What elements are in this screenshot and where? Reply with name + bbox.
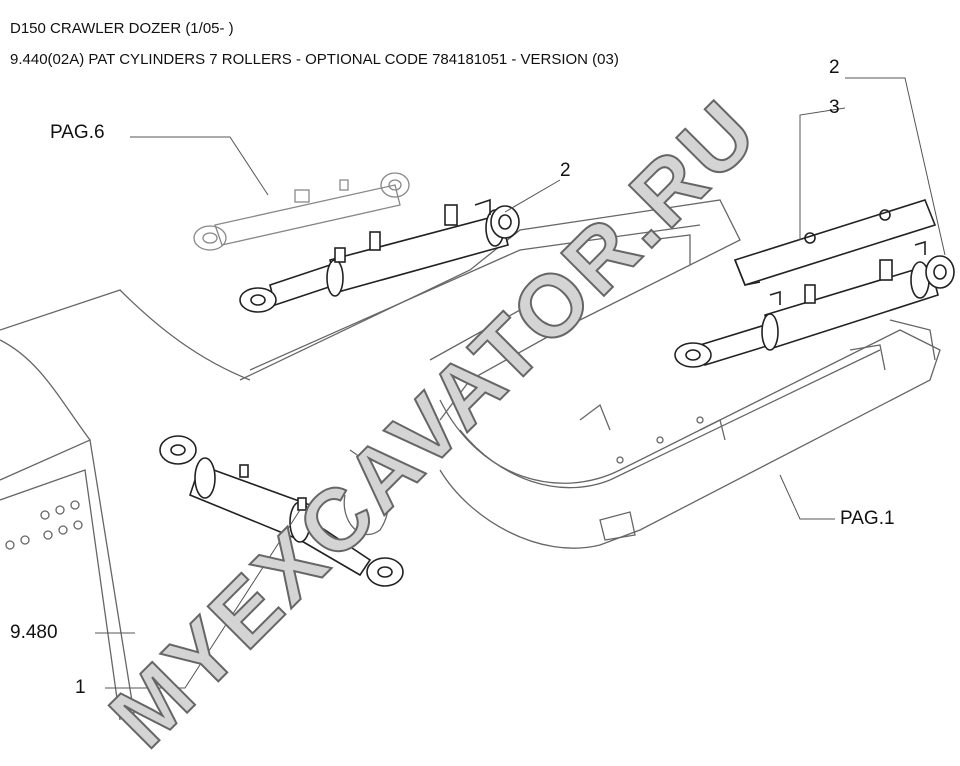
- cylinder-upper-left: [239, 198, 520, 313]
- cylinder-right: [674, 199, 955, 368]
- callout-pag1[interactable]: PAG.1: [840, 508, 895, 529]
- dozer-blade: [0, 289, 251, 720]
- leader-lines: [95, 77, 946, 689]
- callout-pag6[interactable]: PAG.6: [50, 122, 105, 143]
- dozer-frame: [239, 199, 941, 549]
- cylinder-pag6: [193, 172, 410, 251]
- callout-9480[interactable]: 9.480: [10, 622, 58, 643]
- callout-item-2-left[interactable]: 2: [560, 160, 571, 181]
- callout-item-3[interactable]: 3: [829, 97, 840, 118]
- cylinder-lower-left: [159, 435, 404, 587]
- page-title: D150 CRAWLER DOZER (1/05- ): [10, 20, 234, 37]
- callout-item-1[interactable]: 1: [75, 677, 86, 698]
- parts-diagram: [0, 77, 955, 720]
- callout-item-2-right[interactable]: 2: [829, 57, 840, 78]
- page-subtitle: 9.440(02A) PAT CYLINDERS 7 ROLLERS - OPT…: [10, 51, 619, 68]
